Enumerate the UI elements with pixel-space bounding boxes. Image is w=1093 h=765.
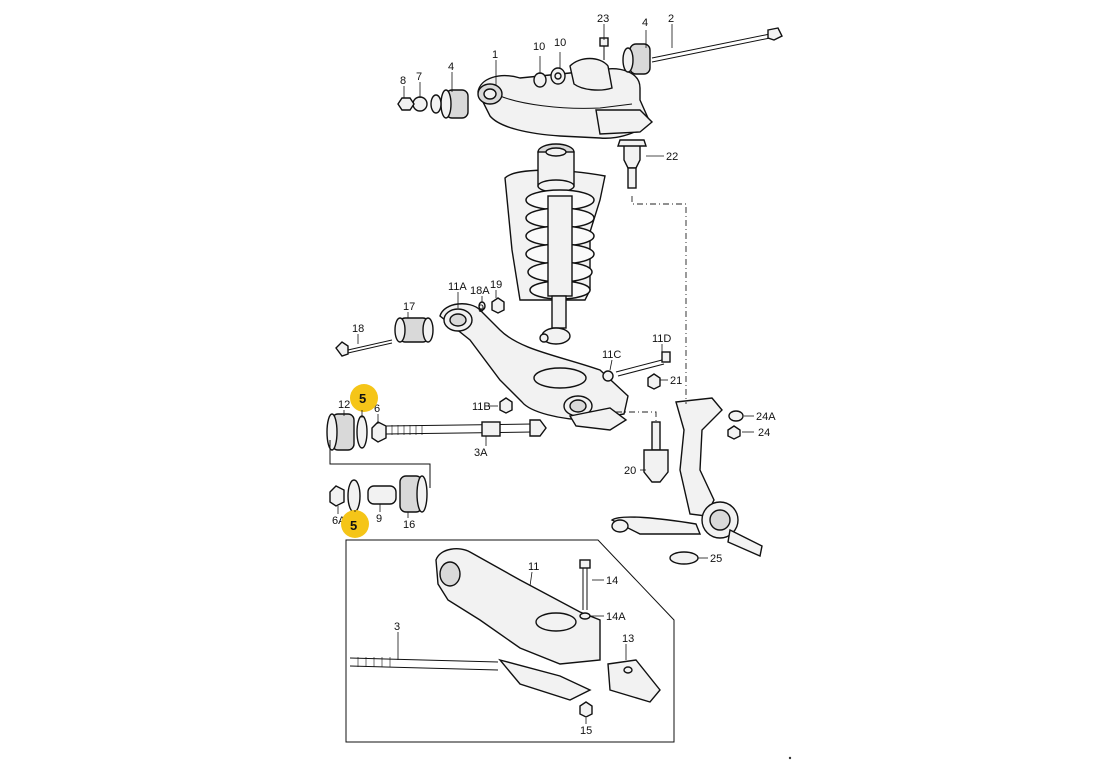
label-9-upper: 9 (478, 303, 484, 315)
label-11A: 11A (448, 281, 467, 293)
label-4-left: 4 (448, 61, 454, 73)
label-16: 16 (403, 519, 415, 531)
inset-frame (345, 539, 675, 743)
label-19: 19 (490, 279, 502, 291)
nut-6 (371, 421, 387, 443)
label-7: 7 (416, 71, 422, 83)
label-6: 6 (374, 403, 380, 415)
highlight-circle-lower (341, 510, 369, 538)
washer-24A (728, 410, 744, 422)
steering-knuckle (610, 397, 763, 557)
highlight-circle-upper (350, 384, 378, 412)
label-11B: 11B (472, 401, 491, 413)
crossmember-11 (435, 548, 601, 701)
threads-3A (391, 425, 423, 435)
seal-25 (669, 551, 699, 565)
label-15: 15 (580, 725, 592, 737)
upper-arm-pivot-bolt (622, 27, 783, 75)
upper-control-arm (477, 57, 654, 139)
label-11D: 11D (652, 333, 671, 345)
upper-arm-washers (533, 67, 566, 88)
label-8: 8 (400, 75, 406, 87)
label-14: 14 (606, 575, 618, 587)
label-21: 21 (670, 375, 682, 387)
label-22: 22 (666, 151, 678, 163)
dashed-guide-22 (631, 196, 687, 404)
label-3: 3 (394, 621, 400, 633)
label-20: 20 (624, 465, 636, 477)
ball-joint-upper (617, 139, 647, 189)
washer-5-lower (347, 479, 361, 513)
upper-arm-left-bushing (397, 89, 469, 119)
nut-11B (499, 397, 513, 414)
bolt-18 (335, 339, 393, 357)
label-23: 23 (597, 13, 609, 25)
dashed-guide-20 (616, 411, 657, 424)
label-11: 11 (528, 561, 539, 573)
nut-24 (727, 425, 741, 440)
shock-absorber-top (537, 143, 575, 193)
label-25: 25 (710, 553, 722, 565)
bolt-11D (602, 351, 671, 390)
nut-15 (579, 701, 593, 718)
label-10-left: 10 (533, 41, 545, 53)
washer-5-upper (356, 415, 368, 449)
stray-dot (788, 756, 792, 760)
label-13: 13 (622, 633, 634, 645)
bolt-23 (599, 37, 609, 60)
exploded-bracket (329, 440, 431, 488)
tie-rod-3 (349, 657, 499, 671)
nut-6A (329, 485, 345, 507)
label-5-upper: 5 (359, 391, 366, 406)
label-11C: 11C (602, 349, 621, 361)
nut-19 (478, 297, 505, 314)
label-2: 2 (668, 13, 674, 25)
bracket-13 (607, 659, 661, 703)
strut-rod-3A (385, 419, 547, 437)
label-10-right: 10 (554, 37, 566, 49)
label-18: 18 (352, 323, 364, 335)
bushing-16 (399, 475, 428, 513)
spacer-9 (367, 485, 397, 505)
bolt-14 (579, 559, 591, 620)
label-18A: 18A (470, 285, 490, 297)
label-1: 1 (492, 49, 498, 61)
label-17: 17 (403, 301, 415, 313)
label-5-lower: 5 (350, 518, 357, 533)
label-4-right: 4 (642, 17, 648, 29)
coil-spring (525, 189, 595, 300)
label-24: 24 (758, 427, 770, 439)
label-24A: 24A (756, 411, 776, 423)
label-3A: 3A (474, 447, 488, 459)
ball-joint-20 (643, 421, 669, 483)
highlight-5-upper[interactable]: 5 (350, 384, 378, 418)
lower-arm-bushing-17 (394, 317, 434, 343)
shock-absorber-bottom (539, 295, 571, 345)
highlight-5-lower[interactable]: 5 (341, 510, 369, 538)
lower-control-arm (439, 303, 629, 431)
leader-lines (337, 24, 754, 724)
bushing-12 (326, 413, 355, 451)
label-9-lower: 9 (376, 513, 382, 525)
part-labels: 1 2 4 23 10 10 4 7 8 22 11A 18A 19 9 17 … (332, 13, 776, 737)
label-12: 12 (338, 399, 350, 411)
label-14A: 14A (606, 611, 626, 623)
